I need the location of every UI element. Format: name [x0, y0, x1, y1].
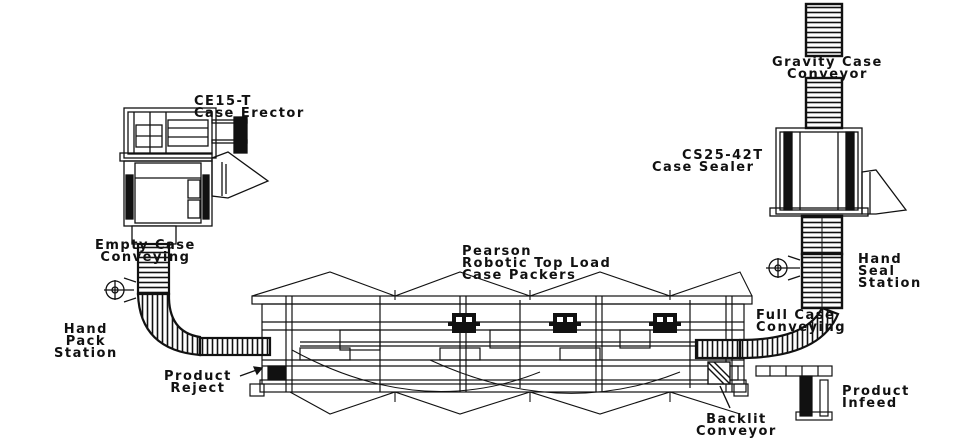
robotic-case-packers-line-3: Case Packers [462, 268, 577, 283]
product-reject-label: Product Reject [164, 369, 232, 396]
robotic-case-packers-line-2: Robotic Top Load [462, 256, 612, 271]
hand-seal-station-label: Hand Seal Station [858, 252, 922, 291]
full-case-conveying-line-2: Conveying [756, 320, 847, 335]
product-infeed-line-2: Infeed [842, 396, 898, 411]
product-infeed [755, 365, 833, 421]
product-reject-arrow [239, 366, 264, 377]
robot-head-2 [549, 313, 581, 333]
robotic-case-packer-frame [249, 295, 753, 397]
hand-seal-station-line-3: Station [858, 276, 922, 291]
case-erector-label: CE15-T Case Erector [194, 94, 305, 121]
hand-pack-station-label: Hand Pack Station [54, 322, 118, 361]
case-erector [119, 107, 270, 227]
gravity-case-conveyor [804, 2, 844, 130]
robotic-case-packers-label: Pearson Robotic Top Load Case Packers [462, 244, 612, 283]
case-erector-name: Case Erector [194, 106, 305, 121]
hand-seal-station-line-2: Seal [858, 264, 896, 279]
robotic-case-packers-brand: Pearson [462, 244, 532, 259]
case-sealer [769, 127, 908, 217]
case-sealer-name: Case Sealer [652, 160, 755, 175]
robot-head-3 [649, 313, 681, 333]
full-case-conveying-label: Full Case Conveying [756, 308, 847, 335]
product-infeed-label: Product Infeed [842, 384, 910, 411]
case-sealer-model: CS25-42T [682, 148, 764, 163]
backlit-conveyor-label: Backlit Conveyor [696, 412, 777, 439]
hand-seal-station [766, 255, 801, 281]
robot-guarding [251, 271, 753, 415]
empty-case-conveying-line-1: Empty Case [95, 238, 196, 253]
gravity-case-conveyor-label: Gravity Case Conveyor [772, 55, 883, 82]
gravity-case-conveyor-line-1: Gravity Case [772, 55, 883, 70]
hand-pack-station-line-3: Station [54, 346, 118, 361]
hand-pack-station [104, 277, 137, 303]
product-reject-line-2: Reject [170, 381, 226, 396]
empty-case-conveying-line-2: Conveying [100, 250, 191, 265]
backlit-conveyor [707, 361, 731, 409]
backlit-conveyor-line-2: Conveyor [696, 424, 777, 439]
hand-seal-station-line-1: Hand [858, 252, 903, 267]
robot-head-1 [448, 313, 480, 333]
hand-pack-station-line-1: Hand [63, 322, 108, 337]
product-reject-line-1: Product [164, 369, 232, 384]
full-case-conveying-line-1: Full Case [756, 308, 836, 323]
hand-pack-station-line-2: Pack [65, 334, 107, 349]
full-case-conveyor [694, 306, 840, 360]
case-sealer-label: CS25-42T Case Sealer [652, 148, 764, 175]
empty-case-conveyor [131, 225, 272, 357]
case-erector-model: CE15-T [194, 94, 252, 109]
empty-case-conveying-label: Empty Case Conveying [95, 238, 196, 265]
backlit-conveyor-line-1: Backlit [706, 412, 767, 427]
product-infeed-line-1: Product [842, 384, 910, 399]
gravity-case-conveyor-line-2: Conveyor [787, 67, 868, 82]
sealer-discharge-conveyor [800, 214, 844, 310]
